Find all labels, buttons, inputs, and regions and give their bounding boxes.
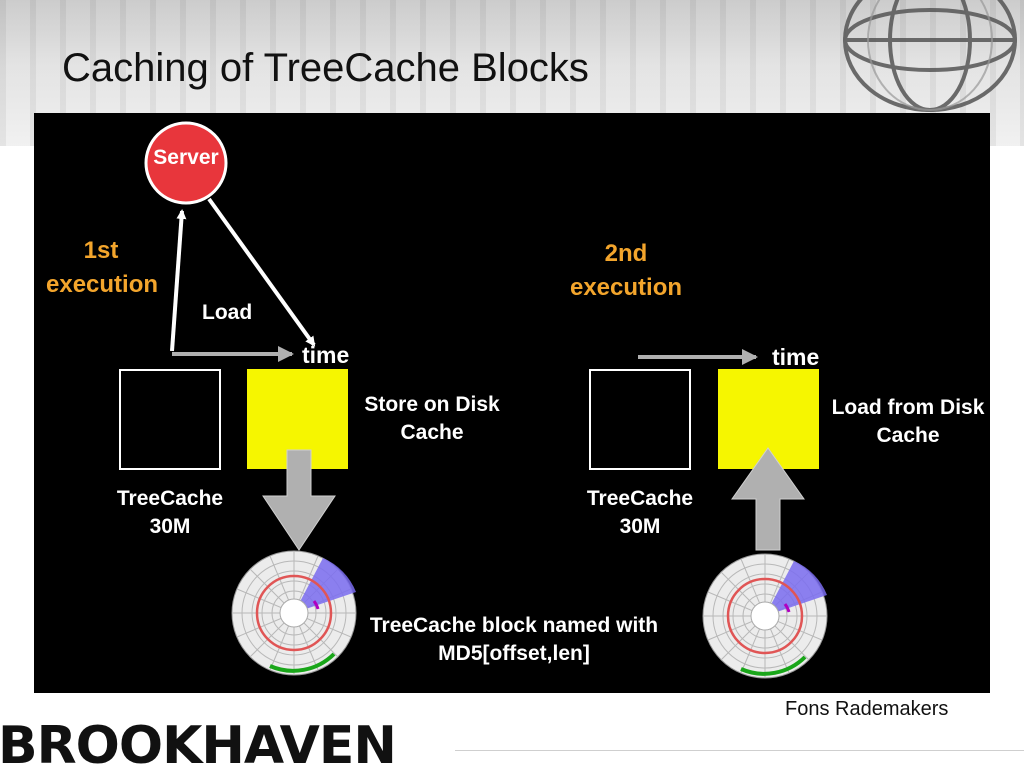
time-label-2: time xyxy=(772,344,820,370)
time-label-1: time xyxy=(302,342,350,368)
block-named-label: TreeCache block named with MD5[offset,le… xyxy=(369,614,659,665)
second-execution-label: 2nd execution xyxy=(569,240,683,301)
disk-icon-1 xyxy=(231,550,357,676)
treecache-label-1: TreeCache 30M xyxy=(116,487,224,538)
treecache-box-2 xyxy=(589,369,691,470)
load-label: Load xyxy=(202,301,253,324)
disk-icon-2 xyxy=(702,553,828,679)
brookhaven-logo: BROOKHAVEN xyxy=(0,718,397,768)
request-arrow xyxy=(170,209,187,352)
treecache-box-1 xyxy=(119,369,221,470)
server-label: Server xyxy=(153,146,219,169)
diagram-panel: Server 1st execution Load time Store on … xyxy=(34,113,990,693)
server-node xyxy=(144,121,228,205)
load-up-arrow xyxy=(731,447,805,551)
diagram-graphics xyxy=(119,121,828,679)
load-from-disk-label: Load from Disk Cache xyxy=(831,396,985,447)
author-footer: Fons Rademakers xyxy=(785,698,949,720)
slide-title: Caching of TreeCache Blocks xyxy=(62,46,589,90)
response-arrow xyxy=(207,197,316,347)
store-on-disk-label: Store on Disk Cache xyxy=(364,393,500,444)
footer-divider xyxy=(455,750,1024,751)
atom-globe-logo xyxy=(843,0,1017,112)
treecache-label-2: TreeCache 30M xyxy=(586,487,694,538)
first-execution-label: 1st execution xyxy=(46,237,159,298)
store-down-arrow xyxy=(262,449,336,551)
